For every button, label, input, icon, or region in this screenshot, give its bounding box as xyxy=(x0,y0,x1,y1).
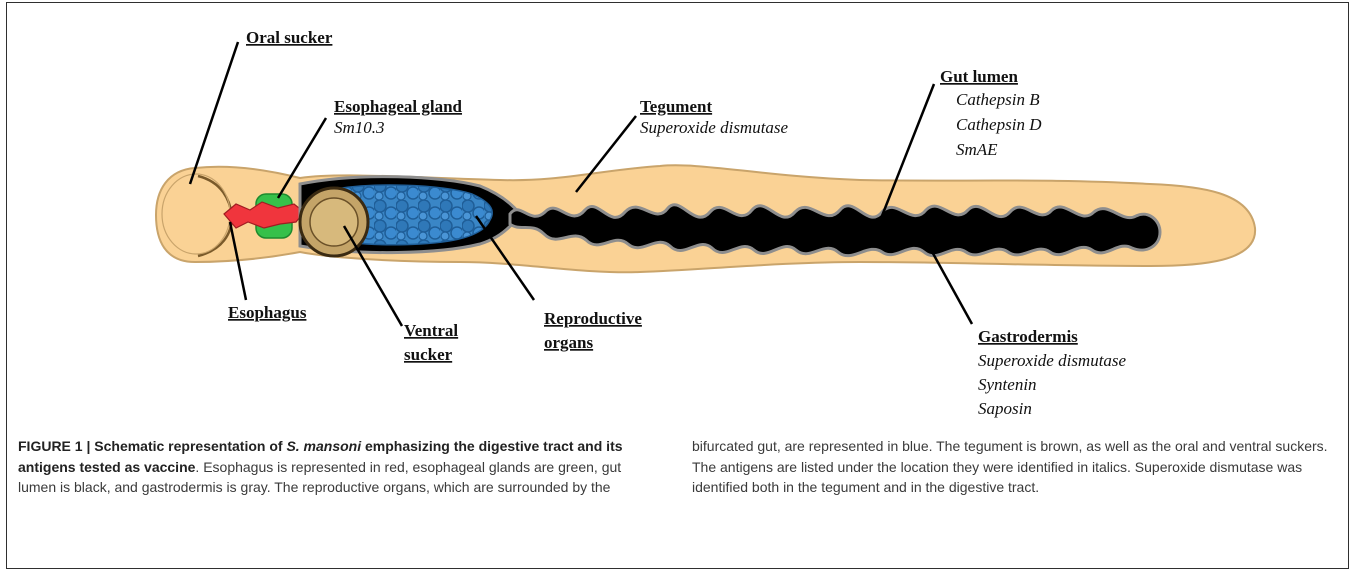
label-gastrodermis: Gastrodermis xyxy=(978,327,1078,346)
antigen-smae: SmAE xyxy=(956,140,998,159)
leader-oral-sucker xyxy=(190,42,238,184)
antigen-cathepsin-b: Cathepsin B xyxy=(956,90,1040,109)
antigen-tegument-sod: Superoxide dismutase xyxy=(640,118,789,137)
label-reproductive-line1: Reproductive xyxy=(544,309,642,328)
caption-title-part1: FIGURE 1 | Schematic representation of xyxy=(18,438,286,454)
label-tegument: Tegument xyxy=(640,97,712,116)
label-oral-sucker: Oral sucker xyxy=(246,28,333,47)
antigen-saposin: Saposin xyxy=(978,399,1032,418)
label-reproductive-line2: organs xyxy=(544,333,594,352)
figure-caption-right: bifurcated gut, are represented in blue.… xyxy=(692,436,1332,498)
caption-species: S. mansoni xyxy=(286,438,361,454)
label-gut-lumen: Gut lumen xyxy=(940,67,1018,86)
antigen-syntenin: Syntenin xyxy=(978,375,1037,394)
label-esophageal-gland: Esophageal gland xyxy=(334,97,463,116)
antigen-cathepsin-d: Cathepsin D xyxy=(956,115,1042,134)
label-ventral-sucker-line1: Ventral xyxy=(404,321,458,340)
antigen-sm10-3: Sm10.3 xyxy=(334,118,385,137)
antigen-gastro-sod: Superoxide dismutase xyxy=(978,351,1127,370)
schistosome-diagram: Oral sucker Esophageal gland Sm10.3 Tegu… xyxy=(0,0,1355,430)
figure-caption-left: FIGURE 1 | Schematic representation of S… xyxy=(18,436,658,498)
label-esophagus: Esophagus xyxy=(228,303,307,322)
label-ventral-sucker-line2: sucker xyxy=(404,345,453,364)
caption-body-right: bifurcated gut, are represented in blue.… xyxy=(692,438,1328,495)
